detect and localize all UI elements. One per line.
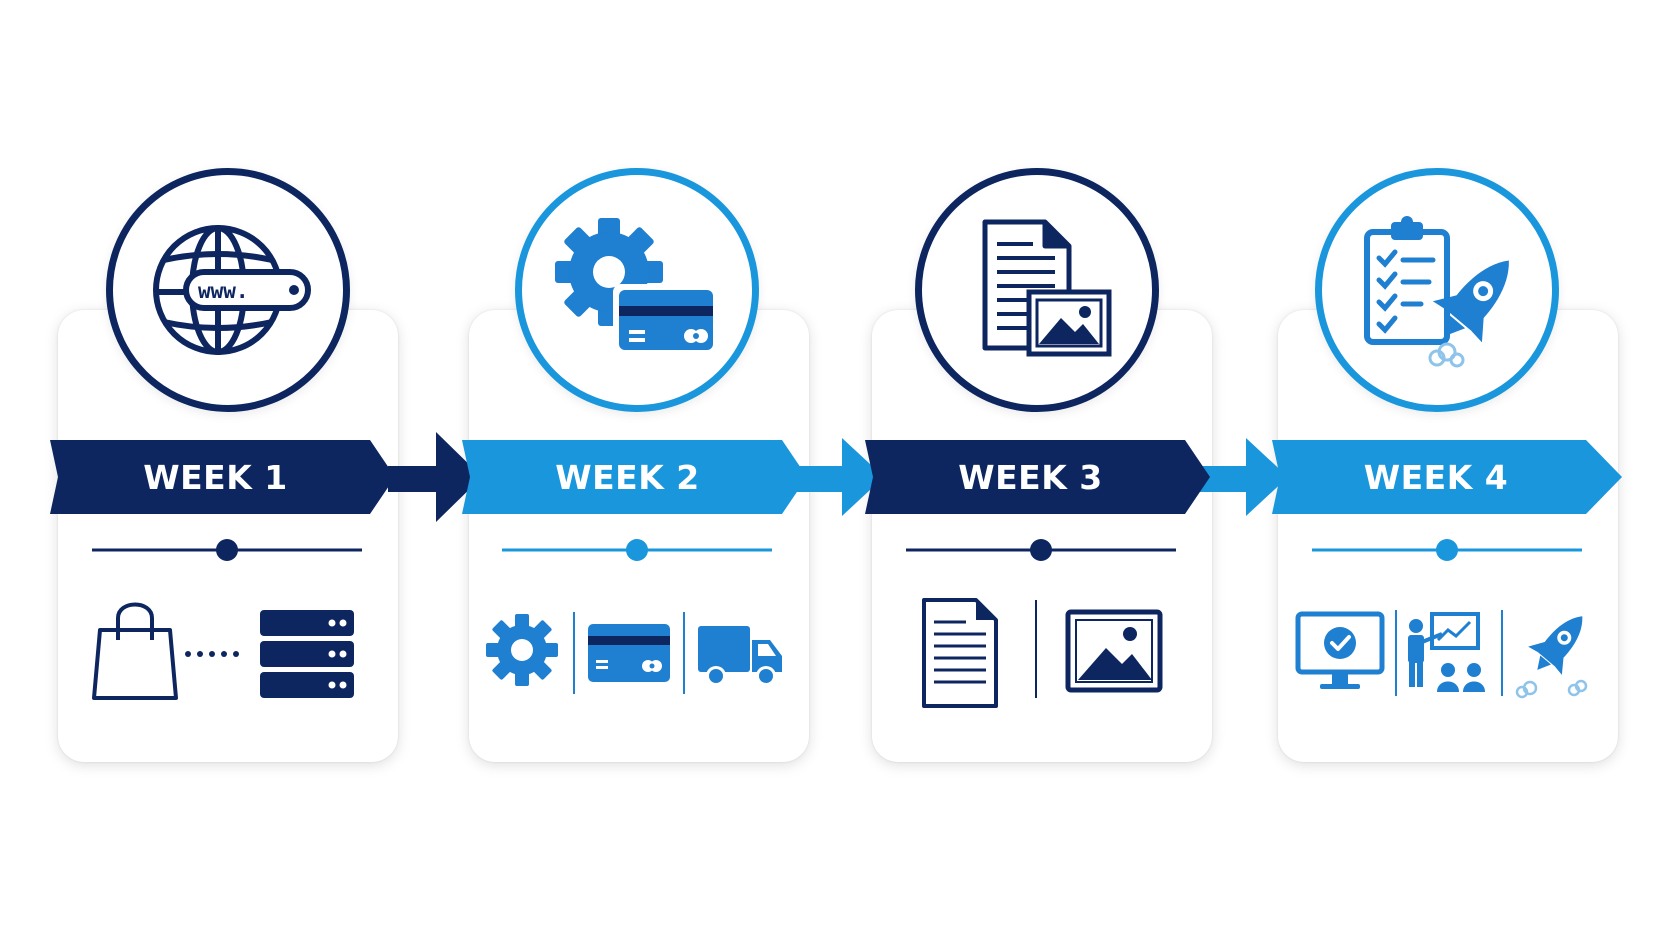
week-2-bottom-icons <box>484 604 794 704</box>
week-4-circle <box>1315 168 1559 412</box>
delivery-truck-icon <box>698 626 782 686</box>
week-4-timeline <box>1312 539 1582 561</box>
week-3-banner: WEEK 3 <box>865 440 1210 514</box>
credit-card-icon <box>588 624 670 682</box>
monitor-check-icon <box>1295 611 1385 689</box>
image-icon <box>1065 609 1163 693</box>
week-2-label: WEEK 2 <box>555 457 700 497</box>
document-image-icon <box>982 219 1112 357</box>
week-3-timeline <box>906 539 1176 561</box>
week-4-bottom-icons <box>1292 604 1602 704</box>
gear-credit-card-icon <box>555 218 717 354</box>
dotted-connection <box>185 651 239 657</box>
week-1-bottom-icons <box>88 592 368 712</box>
globe-www-icon: www. <box>153 225 311 355</box>
rocket-icon <box>1515 616 1588 699</box>
week-4-label: WEEK 4 <box>1363 457 1509 497</box>
week-1-banner: WEEK 1 <box>50 440 395 514</box>
week-3-circle <box>915 168 1159 412</box>
connector-arrow-1-2 <box>388 432 482 522</box>
week-1-label: WEEK 1 <box>143 457 288 497</box>
week-2-banner: WEEK 2 <box>462 440 807 514</box>
checklist-rocket-icon <box>1364 216 1509 368</box>
week-3-bottom-icons <box>916 592 1176 712</box>
week-4-banner: WEEK 4 <box>1272 440 1622 514</box>
week-2-timeline <box>502 539 772 561</box>
week-1-circle: www. <box>106 168 350 412</box>
shopping-bag-icon <box>92 602 178 700</box>
document-icon <box>922 598 998 708</box>
week-3-label: WEEK 3 <box>958 457 1103 497</box>
week-1-timeline <box>92 539 362 561</box>
server-icon <box>260 610 354 698</box>
www-text: www. <box>198 279 249 303</box>
week-2-circle <box>515 168 759 412</box>
gear-icon <box>486 614 558 686</box>
presentation-icon <box>1408 612 1485 692</box>
